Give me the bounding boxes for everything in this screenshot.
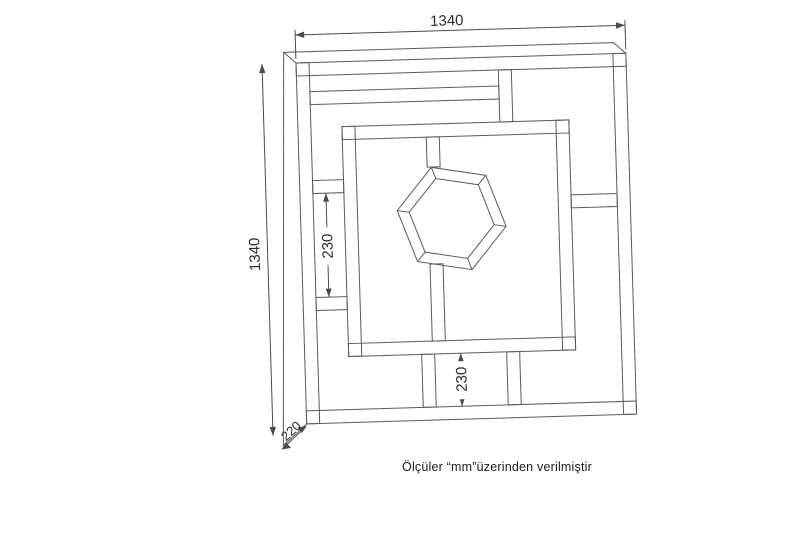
bottom-band-divider-left [421,353,437,408]
shelf-structure [295,52,638,425]
outer-left-panel [295,62,321,425]
outer-right-panel [612,52,638,415]
width-arrow-right [615,22,626,29]
bottom-band-divider-right [506,350,522,406]
inner-box-top-panel [341,119,570,141]
center-divider-upper [425,136,441,168]
height-arrow-bottom [269,426,276,436]
hexagon-inner [408,177,495,259]
top-band-shelf [309,85,500,106]
height-label: 1340 [246,237,264,271]
inner-bottom-arrow-top [457,353,464,362]
depth-edge [282,42,627,447]
dimension-height: 1340 [246,63,276,436]
hexagon-frame-joints [397,167,507,270]
outer-bottom-panel [305,400,638,425]
inner-box-left-panel [341,125,363,358]
width-label: 1340 [430,12,464,30]
left-band-shelf-upper [311,179,345,195]
width-arrow-left [295,31,305,38]
dimension-inner-bottom: 230 [452,353,471,407]
width-dimension-line [295,24,626,36]
inner-bottom-arrow-bottom [459,397,466,407]
inner-box-bottom-panel [347,336,577,358]
depth-arrow-front [297,425,307,433]
inner-left-label: 230 [319,233,337,259]
dimension-width: 1340 [294,12,627,60]
left-band-shelf-lower [315,296,348,312]
inner-left-arrow-top [323,193,330,202]
inner-left-label-mask [318,226,337,266]
depth-label: 220 [278,418,304,444]
dimension-inner-left: 230 [318,193,337,298]
center-divider-lower [429,263,446,342]
top-band-divider [497,69,514,123]
dimension-depth: 220 [278,418,307,450]
right-band-shelf [570,193,618,209]
inner-box-right-panel [555,119,577,351]
hexagon-shelf [396,166,507,271]
inner-bottom-label-mask [452,361,471,400]
height-dimension-line [261,63,274,436]
units-note: Ölçüler “mm”üzerinden verilmiştir [402,460,592,474]
height-arrow-top [259,64,266,74]
depth-arrow-back [281,442,291,450]
inner-bottom-label: 230 [453,366,471,392]
outer-top-panel [295,52,627,77]
shelf-depth-outline [282,42,627,447]
inner-left-arrow-bottom [325,288,332,298]
